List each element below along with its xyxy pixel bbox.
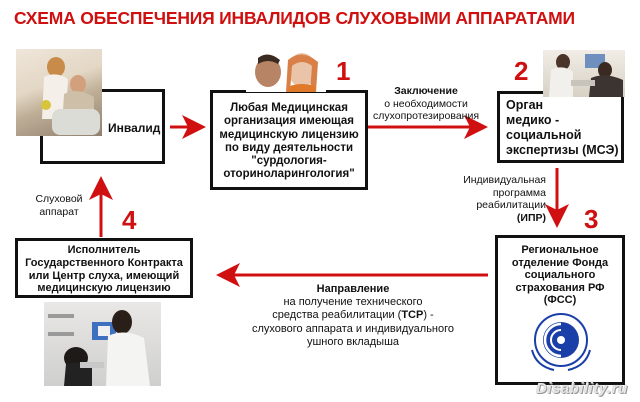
node-med-org-line: Любая Медицинская	[230, 102, 348, 114]
diagram-title: СХЕМА ОБЕСПЕЧЕНИЯ ИНВАЛИДОВ СЛУХОВЫМИ АП…	[14, 8, 575, 28]
step-number-4: 4	[122, 205, 137, 235]
node-fss-line: отделение Фонда	[511, 256, 609, 269]
photo-audiologist	[44, 302, 161, 386]
edge-label-line: о необходимости	[384, 97, 468, 110]
edge-label-line: аппарат	[39, 205, 79, 218]
edge-label-med-to-mse: Заключение о необходимости слухопротезир…	[368, 85, 484, 123]
consultation-icon	[549, 54, 623, 97]
node-mse-line: медико -	[506, 113, 560, 127]
edge-label-line: ушного вкладыша	[306, 335, 400, 348]
node-med-org-line: по виду деятельности	[224, 141, 354, 154]
doctor-exam-icon	[255, 53, 318, 92]
edge-label-fss-to-exec: Направление на получение технического ср…	[218, 283, 488, 349]
edge-label-mse-to-fss: Индивидуальная программа реабилитации (И…	[443, 174, 546, 224]
edge-label-line: программа	[492, 186, 546, 199]
node-executor-line: Государственного Контракта	[25, 256, 183, 269]
photo-mse	[543, 50, 625, 97]
photo-doctor-girl	[246, 52, 326, 92]
edge-label-line: на получение технического	[283, 296, 423, 309]
node-fss-line: (ФСС)	[543, 294, 577, 307]
edge-label-line: реабилитации	[476, 199, 546, 211]
edge-label-text: ) -	[423, 309, 434, 322]
watermark: Disability.ru	[536, 380, 628, 397]
node-med-org-line: медицинскую лицензию	[219, 128, 359, 141]
edge-label-exec-to-invalid: Слуховой аппарат	[30, 193, 88, 218]
node-mse-line: Орган	[506, 98, 544, 112]
fss-emblem-icon	[531, 313, 591, 371]
node-invalid-label: Инвалид	[108, 121, 161, 135]
people-icon	[41, 57, 100, 135]
edge-label-line: слухового аппарата и индивидуального	[251, 322, 455, 335]
node-mse-line: социальной	[506, 128, 582, 142]
node-fss: Региональное отделение Фонда социального…	[495, 235, 625, 385]
node-executor-line: Исполнитель	[67, 244, 141, 256]
node-fss-line: страхования РФ	[515, 281, 605, 294]
edge-label-text: средства реабилитации (	[272, 309, 402, 322]
node-executor-line: медицинскую лицензию	[37, 282, 171, 295]
edge-label-bold: Направление	[316, 283, 390, 295]
edge-label-bold: Заключение	[394, 85, 458, 97]
node-fss-line: социального	[524, 269, 596, 282]
edge-label-bold: (ИПР)	[516, 211, 546, 224]
node-med-org-line: организация имеющая	[224, 115, 354, 128]
edge-label-line: слухопротезирования	[372, 110, 480, 122]
photo-invalid	[16, 49, 102, 136]
node-fss-line: Региональное	[521, 244, 599, 256]
step-number-2: 2	[514, 56, 529, 86]
node-mse-line: экспертизы (МСЭ)	[506, 143, 619, 157]
node-mse: Орган медико - социальной экспертизы (МС…	[497, 91, 624, 163]
node-med-org-line: оториноларингология"	[223, 168, 355, 181]
step-number-3: 3	[584, 204, 599, 234]
audiologist-icon	[48, 310, 150, 386]
edge-label-bold: ТСР	[401, 309, 424, 322]
step-number-1: 1	[336, 56, 351, 86]
node-executor-line: или Центр слуха, имеющий	[28, 269, 180, 282]
node-med-org: Любая Медицинская организация имеющая ме…	[210, 90, 368, 190]
node-invalid: Инвалид	[40, 89, 165, 164]
edge-label-line: Слуховой	[35, 193, 83, 205]
node-executor: Исполнитель Государственного Контракта и…	[15, 238, 193, 298]
node-med-org-line: "сурдология-	[251, 155, 327, 168]
edge-label-line: Индивидуальная	[463, 174, 546, 186]
